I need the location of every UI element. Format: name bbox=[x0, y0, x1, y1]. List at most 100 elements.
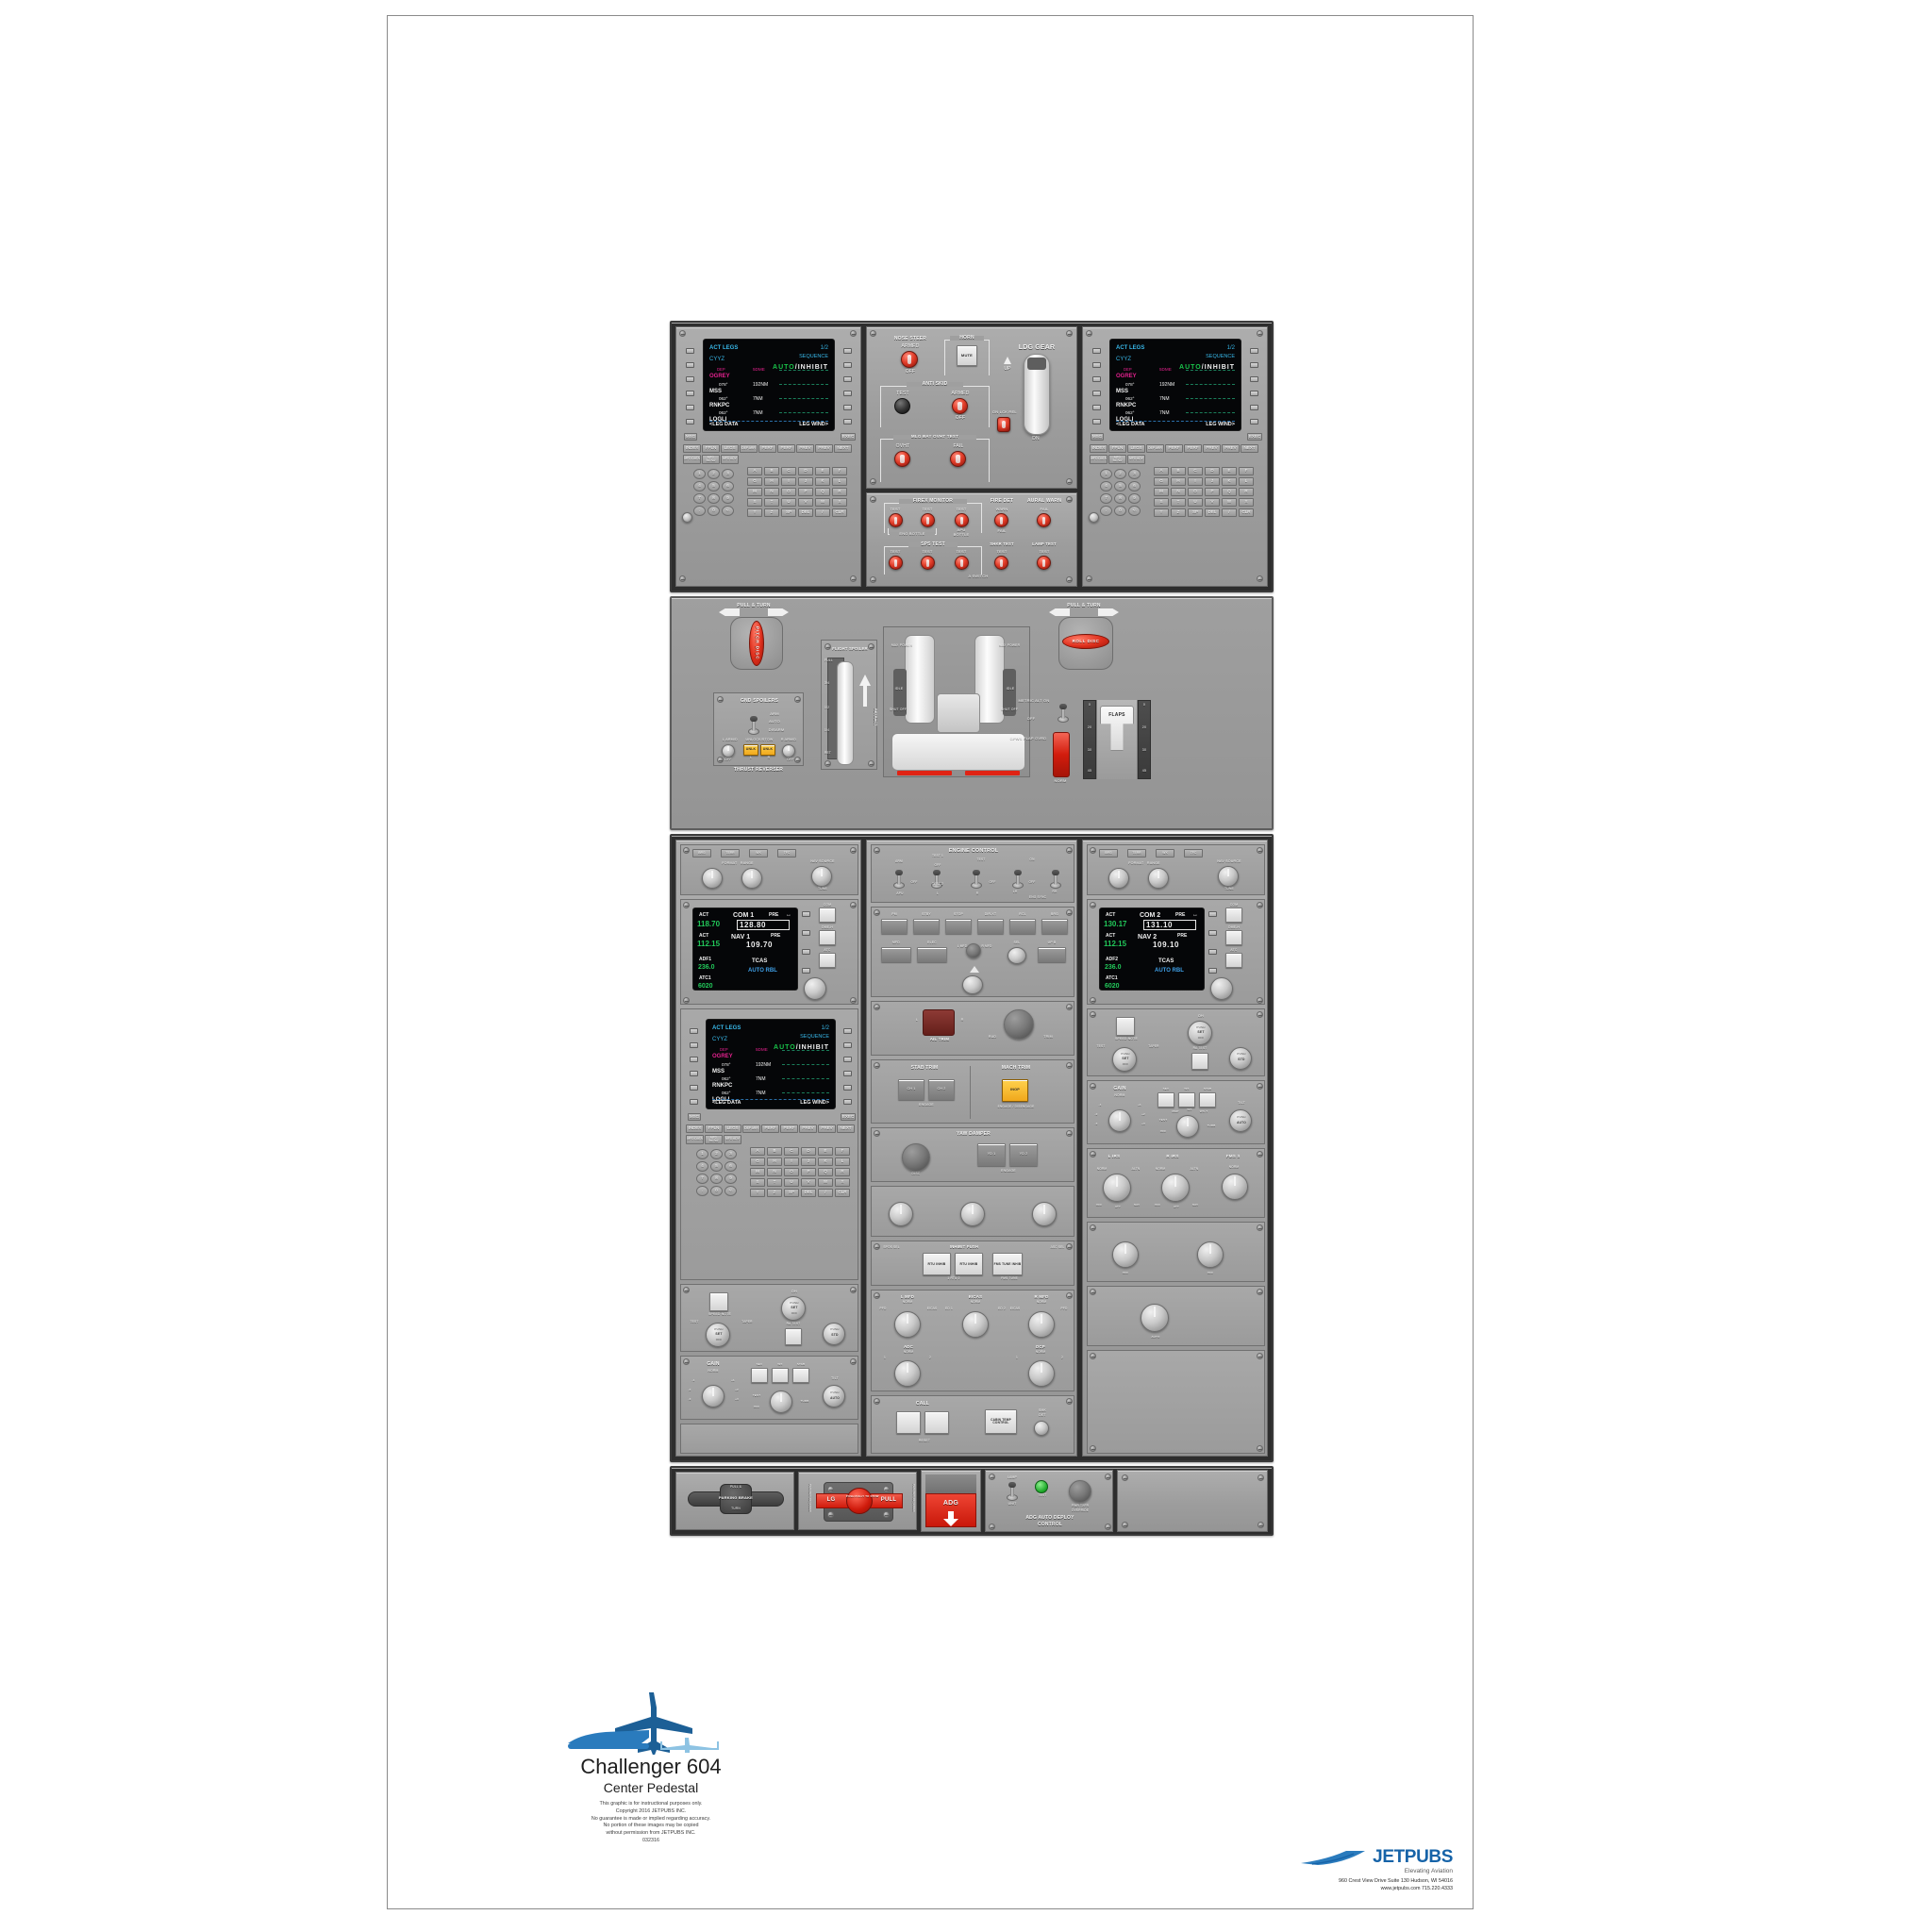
right-gain-knob[interactable] bbox=[1108, 1109, 1131, 1132]
yaw-damper-panel[interactable]: YAW DAMPER DISC YD 1 YD 2 ENGAGE bbox=[871, 1127, 1074, 1182]
metric-alt-switch[interactable] bbox=[1057, 702, 1070, 723]
nose-steer-switch[interactable] bbox=[901, 351, 918, 368]
lsk-r5[interactable] bbox=[1250, 405, 1258, 410]
num-7[interactable]: 7 bbox=[696, 1174, 708, 1184]
right-avionics-column[interactable]: BRG TERR WX TFC FORMAT RANGE NAV SOURCE … bbox=[1082, 840, 1268, 1457]
alpha-P[interactable]: P bbox=[801, 1168, 816, 1176]
lsk-r4[interactable] bbox=[1250, 391, 1258, 396]
lsk-l5[interactable] bbox=[686, 405, 694, 410]
radio-left-com-key[interactable] bbox=[819, 908, 836, 923]
lg-stow-button[interactable] bbox=[846, 1488, 873, 1514]
right-aux-knob-2[interactable] bbox=[1197, 1241, 1224, 1268]
fn-prev-1[interactable]: PREV bbox=[796, 444, 814, 453]
cdu-right[interactable]: ACT LEGS 1/2 CYYZ SEQUENCE AUTO/INHIBIT … bbox=[1082, 326, 1268, 587]
engine-apu-switch[interactable] bbox=[892, 866, 906, 889]
engine-l-test-switch[interactable] bbox=[930, 866, 943, 889]
radio-left-lsk-3[interactable] bbox=[802, 949, 810, 955]
right-aux-knob-3[interactable] bbox=[1141, 1304, 1169, 1332]
right-aux-knob-1[interactable] bbox=[1112, 1241, 1139, 1268]
cdu-exec-key[interactable]: EXEC bbox=[1247, 433, 1262, 441]
fn-dep-arr[interactable]: DEP ARR bbox=[742, 1124, 760, 1133]
alpha-T[interactable]: T bbox=[1171, 498, 1186, 507]
right-speed-note-knob[interactable]: PUSH SET OFF bbox=[1112, 1047, 1137, 1072]
lsk-l1[interactable] bbox=[690, 1028, 698, 1034]
num-1[interactable]: 1 bbox=[696, 1149, 708, 1159]
lsk-r3[interactable] bbox=[843, 1057, 852, 1062]
right-wx-key[interactable]: WX bbox=[1156, 849, 1174, 858]
num-4[interactable]: 4 bbox=[693, 481, 706, 491]
cdu-numeric-keypad[interactable]: 1 2 3 4 5 6 7 8 9 . 0 +/- bbox=[1100, 469, 1149, 524]
right-top-nav-panel[interactable]: BRG TERR WX TFC FORMAT RANGE NAV SOURCE … bbox=[1087, 844, 1265, 895]
right-format-knob[interactable] bbox=[1108, 868, 1129, 889]
alpha-V[interactable]: V bbox=[1205, 498, 1220, 507]
num-9[interactable]: 9 bbox=[722, 493, 734, 504]
adg-lamp-switch[interactable] bbox=[1006, 1482, 1019, 1501]
flight-spoiler-panel[interactable]: FLIGHT SPOILER FULL 3/4 1/2 1/4 RET RETR… bbox=[821, 640, 877, 770]
alpha-slash[interactable]: / bbox=[818, 1189, 833, 1197]
alpha-B[interactable]: B bbox=[1171, 467, 1186, 475]
alpha-X[interactable]: X bbox=[832, 498, 847, 507]
left-terr-key[interactable]: TERR bbox=[721, 849, 740, 858]
alpha-C[interactable]: C bbox=[1188, 467, 1203, 475]
left-range-knob[interactable] bbox=[741, 868, 762, 889]
radio-panel-right[interactable]: ACT 130.17 COM 2 PRE ↔ 131.10 ACT 112.15… bbox=[1087, 899, 1265, 1005]
alpha-CLR[interactable]: CLR bbox=[832, 508, 847, 517]
lsk-r1[interactable] bbox=[1250, 348, 1258, 354]
right-dh-knob[interactable]: PUSH SET OFF bbox=[1188, 1021, 1212, 1045]
fn-mfd-data[interactable]: MFD DATA bbox=[1090, 455, 1108, 464]
fms-tune-inhib-button[interactable]: FMS TUNE INHIB bbox=[992, 1253, 1023, 1275]
ail-trim-wheel[interactable] bbox=[923, 1009, 955, 1036]
radio-right-dmeh-key[interactable] bbox=[1225, 930, 1242, 945]
num-2[interactable]: 2 bbox=[710, 1149, 723, 1159]
alpha-G[interactable]: G bbox=[750, 1158, 765, 1166]
fn-mfd-adv[interactable]: MFD ADV bbox=[721, 455, 739, 464]
num-dot[interactable]: . bbox=[693, 506, 706, 516]
stab-trim-ch1-button[interactable]: CH 1 bbox=[898, 1079, 924, 1100]
cdu-function-keys[interactable]: INDEX FPLN LEGS DEP ARR PERF PERF PREV P… bbox=[1090, 444, 1263, 465]
num-3[interactable]: 3 bbox=[722, 469, 734, 479]
horn-mute-button[interactable]: MUTE bbox=[957, 345, 977, 366]
gnd-spoilers-unlk-right[interactable]: UNLK bbox=[760, 744, 775, 756]
adg-test-lamp[interactable] bbox=[1035, 1480, 1048, 1493]
num-5[interactable]: 5 bbox=[710, 1161, 723, 1172]
call-panel[interactable]: CALL RESET CABIN TEMP CONTROL SMK DET bbox=[871, 1395, 1074, 1454]
right-wx-mode-knob[interactable] bbox=[1176, 1115, 1199, 1138]
left-nav-source-knob[interactable] bbox=[811, 866, 832, 887]
left-speed-note-panel[interactable]: SPEED NOTE TEST TAPER PUSH SET OFF DH PU… bbox=[680, 1284, 858, 1352]
fn-mfd-data[interactable]: MFD DATA bbox=[686, 1135, 704, 1144]
radio-left-tune-knob[interactable] bbox=[804, 977, 826, 1000]
alpha-K[interactable]: K bbox=[818, 1158, 833, 1166]
lsk-r3[interactable] bbox=[843, 376, 852, 382]
radio-right-lsk-3[interactable] bbox=[1208, 949, 1217, 955]
engine-control-panel[interactable]: ENGINE CONTROL ARM OFF APU TEST 1 OFF TE… bbox=[871, 844, 1074, 903]
cdu-numeric-keypad[interactable]: 1 2 3 4 5 6 7 8 9 . 0 +/- bbox=[693, 469, 742, 524]
inhibit-push-panel[interactable]: SPOS SEL INHIBIT PUSH ASC SEL RTU INHIB … bbox=[871, 1241, 1074, 1286]
cdu-exec-key[interactable]: EXEC bbox=[841, 433, 856, 441]
left-avionics-column[interactable]: BRG TERR WX TFC FORMAT RANGE NAV SOURCE … bbox=[675, 840, 861, 1457]
fn-perf-2[interactable]: PERF bbox=[1184, 444, 1202, 453]
fn-dep-arr[interactable]: DEP ARR bbox=[740, 444, 758, 453]
throttle-lever-housing[interactable]: MAX POWER IDLE SHUT OFF MAX POWER IDLE S… bbox=[883, 626, 1030, 777]
cdu-function-keys[interactable]: INDEX FPLN LEGS DEP ARR PERF PERF PREV P… bbox=[683, 444, 857, 465]
cdu-msg-key[interactable]: MSG bbox=[1091, 433, 1104, 441]
rtu-brg-key[interactable] bbox=[1041, 919, 1068, 934]
alpha-L[interactable]: L bbox=[832, 477, 847, 486]
alpha-DEL[interactable]: DEL bbox=[798, 508, 813, 517]
right-brg-key[interactable]: BRG bbox=[1099, 849, 1118, 858]
right-gain-wx-panel[interactable]: GAIN NORM -3 -2 -1 +1 +2 +3 SEC WX STAB … bbox=[1087, 1080, 1265, 1144]
alpha-S[interactable]: S bbox=[1154, 498, 1169, 507]
landing-gear-lever[interactable] bbox=[1024, 354, 1050, 435]
alpha-DEL[interactable]: DEL bbox=[801, 1189, 816, 1197]
alpha-R[interactable]: R bbox=[1239, 488, 1254, 496]
lsk-l1[interactable] bbox=[686, 348, 694, 354]
alpha-R[interactable]: R bbox=[832, 488, 847, 496]
lsk-r1[interactable] bbox=[843, 1028, 852, 1034]
alpha-J[interactable]: J bbox=[1205, 477, 1220, 486]
alpha-A[interactable]: A bbox=[750, 1147, 765, 1156]
center-knob-2[interactable] bbox=[960, 1202, 985, 1226]
fn-legs[interactable]: LEGS bbox=[721, 444, 739, 453]
right-terr-key[interactable]: TERR bbox=[1127, 849, 1146, 858]
cdu-left-lower[interactable]: ACT LEGS 1/2 CYYZ SEQUENCE AUTO/INHIBIT … bbox=[680, 1008, 858, 1280]
irs-fms-panel[interactable]: L IRS R IRS FMS 3 NORM ALTN NORM ALTN NO… bbox=[1087, 1148, 1265, 1218]
engine-rh-sync-switch[interactable] bbox=[1049, 866, 1062, 889]
